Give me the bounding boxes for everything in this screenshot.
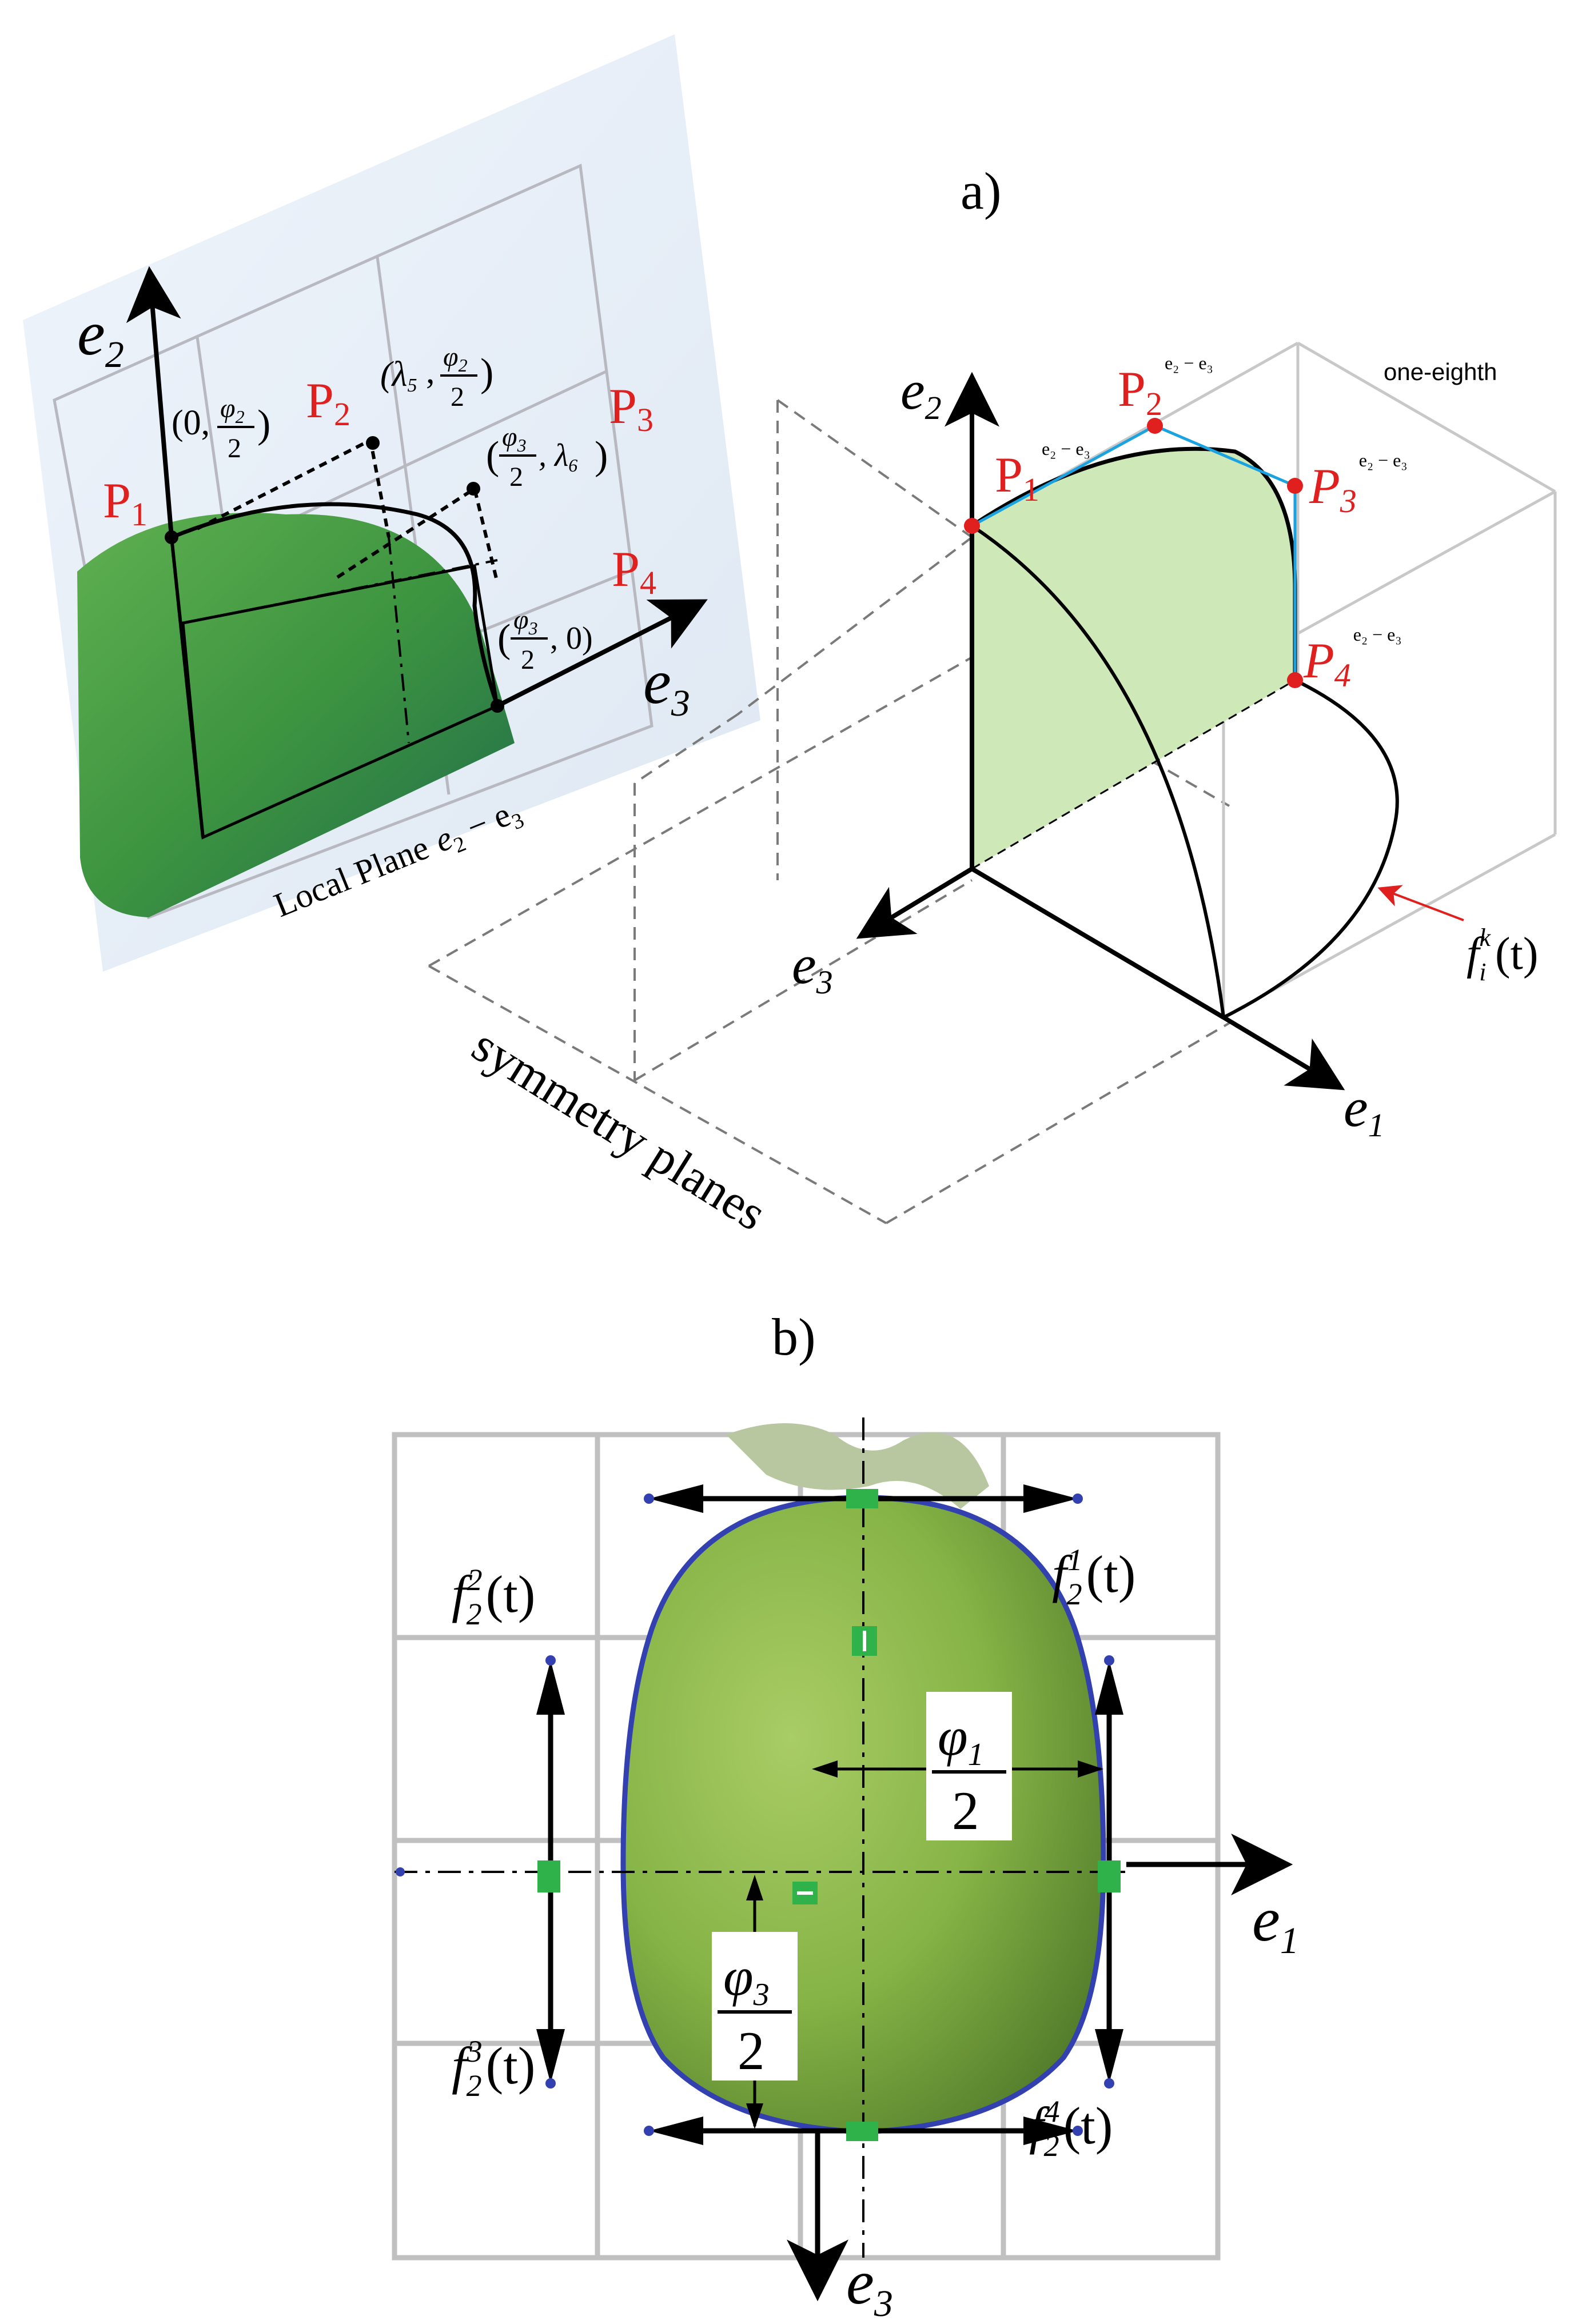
control-point-p3	[1287, 478, 1303, 494]
coord-p3: ( φ3 2 , λ6 )	[486, 422, 608, 492]
inset-label-e2: e2	[77, 298, 124, 376]
curve-label: fik(t)	[1467, 924, 1539, 986]
panel-b-caption: b)	[772, 1308, 816, 1366]
dim-phi3-box	[712, 1932, 798, 2081]
side-curve-right	[1222, 678, 1399, 1019]
inset-label-e3: e3	[643, 647, 690, 724]
f-label-1: f21(t)	[1052, 1543, 1135, 1611]
dim-phi1-den: 2	[952, 1780, 979, 1841]
inset-axis-e2	[126, 266, 181, 538]
label-b-e3: e3	[846, 2247, 893, 2324]
dim-phi1-box	[926, 1692, 1012, 1840]
dim-phi3-arrow-bottom	[746, 2103, 763, 2129]
control-point-p2	[1147, 418, 1163, 434]
handle-end-dots	[396, 1494, 1114, 2136]
panel-a-caption: a)	[961, 162, 1001, 220]
svg-text:(: (	[497, 617, 511, 661]
inset-point-p2	[366, 436, 380, 450]
svg-text:φ3: φ3	[502, 422, 527, 456]
svg-text:): )	[480, 351, 493, 395]
svg-text:(0,: (0,	[172, 404, 210, 442]
face-bottom-dashed	[971, 679, 1296, 870]
axis-e1	[1222, 1015, 1345, 1091]
local-plane-fruit	[77, 513, 515, 917]
dim-phi1-arrow-right	[1078, 1760, 1103, 1778]
inset-point-p3	[467, 482, 480, 496]
svg-text:(: (	[486, 434, 499, 478]
cp-label-p3: P3e₂ − e₃	[1309, 450, 1408, 520]
inset-label-p2: P2	[306, 373, 350, 433]
svg-text:φ2: φ2	[443, 342, 468, 376]
dim-phi3-num: φ3	[723, 1946, 770, 2012]
coord-p4: ( φ3 2 , 0)	[497, 605, 593, 675]
local-plane-dashdot-h	[182, 559, 498, 624]
svg-text:, 0): , 0)	[550, 621, 593, 656]
cp-label-p1: P1e₂ − e₃	[995, 438, 1090, 508]
local-plane-dashdot-v	[388, 537, 410, 744]
svg-text:(λ5: (λ5	[380, 355, 417, 396]
dim-phi1-num: φ1	[938, 1706, 984, 1772]
fruit-stem	[726, 1423, 989, 1509]
label-e1: e1	[1344, 1077, 1385, 1144]
svg-text:2: 2	[228, 433, 241, 464]
cp-label-p4: P4e₂ − e₃	[1303, 624, 1402, 694]
axis-e3	[856, 866, 974, 939]
svg-text:, λ6: , λ6	[539, 438, 577, 476]
symmetry-planes-label: symmetry planes	[463, 1017, 776, 1241]
local-plane-inset	[23, 34, 760, 972]
side-curve-left	[971, 524, 1225, 1018]
coord-p2: (λ5 , φ2 2 )	[380, 342, 493, 412]
control-point-p1	[964, 518, 980, 534]
svg-text:): )	[595, 434, 608, 478]
svg-text:2: 2	[451, 382, 464, 412]
f-label-2: f22(t)	[452, 1563, 535, 1631]
inset-axis-e3	[496, 599, 708, 708]
axis-e1-inner	[970, 866, 1225, 1020]
control-polygon	[971, 424, 1297, 680]
f-label-4: f24(t)	[1029, 2094, 1113, 2163]
svg-text:2: 2	[509, 462, 523, 492]
label-b-e1: e1	[1252, 1884, 1299, 1962]
inset-point-p1	[165, 530, 178, 544]
local-plane-curve	[170, 502, 500, 707]
curve-pointer-arrow	[1377, 885, 1464, 921]
f-label-3: f23(t)	[452, 2034, 535, 2103]
dim-phi3-den: 2	[738, 2020, 765, 2081]
constraint-markers	[537, 1489, 1121, 2141]
inset-label-p1: P1	[103, 473, 148, 533]
svg-text:,: ,	[426, 352, 435, 391]
cp-label-p2: P2e₂ − e₃	[1118, 353, 1213, 422]
label-e3: e3	[792, 934, 833, 1001]
inset-label-p4: P4	[612, 542, 656, 601]
inset-label-p3: P3	[609, 379, 653, 438]
inset-axis-e2-lower	[170, 537, 205, 838]
svg-text:φ2: φ2	[220, 393, 245, 427]
svg-text:): )	[257, 402, 270, 446]
green-face	[972, 449, 1295, 869]
dim-phi3-arrow-top	[746, 1875, 763, 1900]
dim-phi1-arrow-left	[812, 1760, 838, 1778]
control-point-p4	[1287, 672, 1303, 688]
coord-p1: (0, φ2 2 )	[172, 393, 270, 464]
inset-point-p4	[491, 699, 504, 713]
one-eighth-label: one-eighth	[1384, 358, 1497, 385]
tangent-arrowheads	[536, 1484, 1123, 2145]
svg-text:φ3: φ3	[513, 605, 538, 638]
label-e2: e2	[900, 360, 942, 426]
svg-text:2: 2	[521, 645, 535, 675]
